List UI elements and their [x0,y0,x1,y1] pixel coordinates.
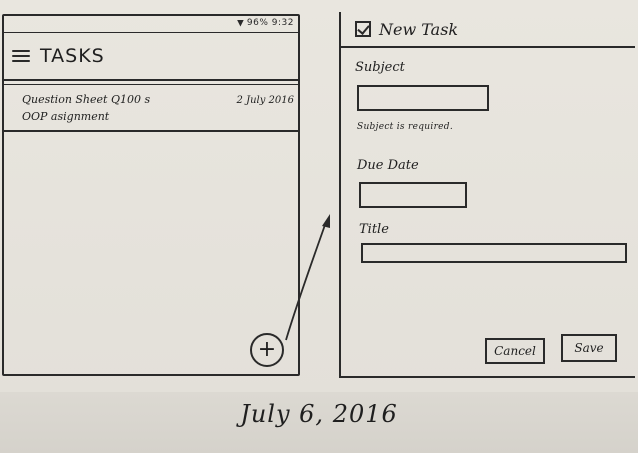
cancel-button[interactable]: Cancel [485,338,545,364]
signal-icon [236,19,244,27]
dialog-header: New Task [341,12,635,48]
due-date-label: Due Date [357,158,419,173]
task-subtitle: OOP asignment [22,110,110,123]
title-field[interactable] [361,243,627,263]
task-list-screen: 96% 9:32 TASKS Question Sheet Q100 s OOP… [2,14,300,376]
check-icon [355,21,371,37]
app-title: TASKS [40,45,105,67]
save-button[interactable]: Save [561,334,617,362]
app-bar: TASKS [4,32,298,81]
dialog-title: New Task [379,19,459,39]
new-task-screen: New Task Subject Subject is required. Du… [339,12,635,378]
sketch-date: July 6, 2016 [240,400,398,428]
menu-icon[interactable] [12,47,30,65]
add-task-button[interactable]: + [250,333,284,367]
status-text: 96% 9:32 [246,18,294,28]
title-label: Title [359,222,389,237]
task-date: 2 July 2016 [236,95,294,106]
subject-label: Subject [355,60,405,75]
subject-hint: Subject is required. [357,122,454,132]
subject-field[interactable] [357,85,489,111]
task-list-item[interactable]: Question Sheet Q100 s OOP asignment 2 Ju… [4,84,298,132]
add-icon: + [257,337,277,362]
due-date-field[interactable] [359,182,467,208]
task-title: Question Sheet Q100 s [22,93,151,106]
table-surface [0,392,638,453]
status-bar: 96% 9:32 [236,17,294,29]
